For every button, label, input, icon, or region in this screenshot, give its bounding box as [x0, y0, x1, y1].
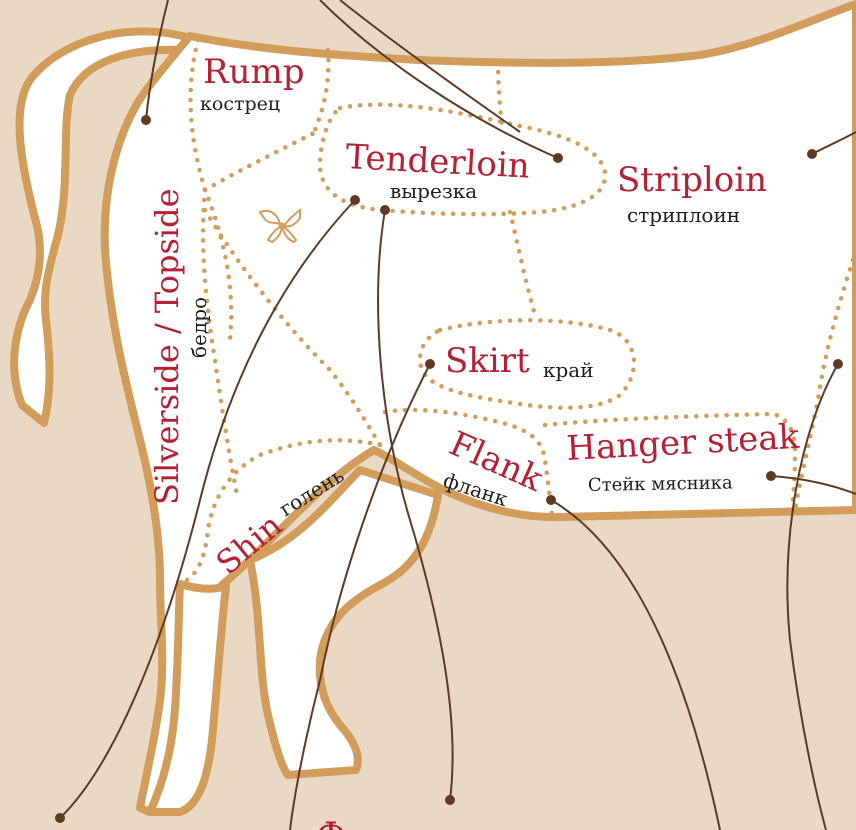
rump-ru-label: кострец: [200, 93, 280, 115]
guide-dot: [55, 813, 65, 823]
hanger-ru-label: Стейк мясника: [588, 472, 733, 496]
guide-dot: [380, 205, 390, 215]
rump-label: Rump: [203, 52, 305, 92]
guide-dot: [350, 195, 360, 205]
guide-dot: [445, 795, 455, 805]
guide-dot: [833, 359, 843, 369]
skirt-label: Skirt: [445, 341, 530, 381]
silverside-label: Silverside / Topside: [148, 188, 186, 505]
partial-bottom-label: Ф: [316, 816, 346, 830]
guide-dot: [141, 115, 151, 125]
skirt-ru-label: край: [543, 358, 594, 382]
tenderloin-ru-label: вырезка: [390, 179, 477, 203]
guide-dot: [553, 153, 563, 163]
guide-dot: [807, 149, 817, 159]
striploin-ru-label: стриплоин: [627, 203, 740, 227]
guide-dot: [425, 359, 435, 369]
guide-dot: [766, 471, 776, 481]
guide-dot: [546, 495, 556, 505]
silverside-ru-label: бедро: [187, 297, 211, 358]
striploin-label: Striploin: [617, 160, 767, 200]
guide-line-8: [551, 500, 720, 830]
